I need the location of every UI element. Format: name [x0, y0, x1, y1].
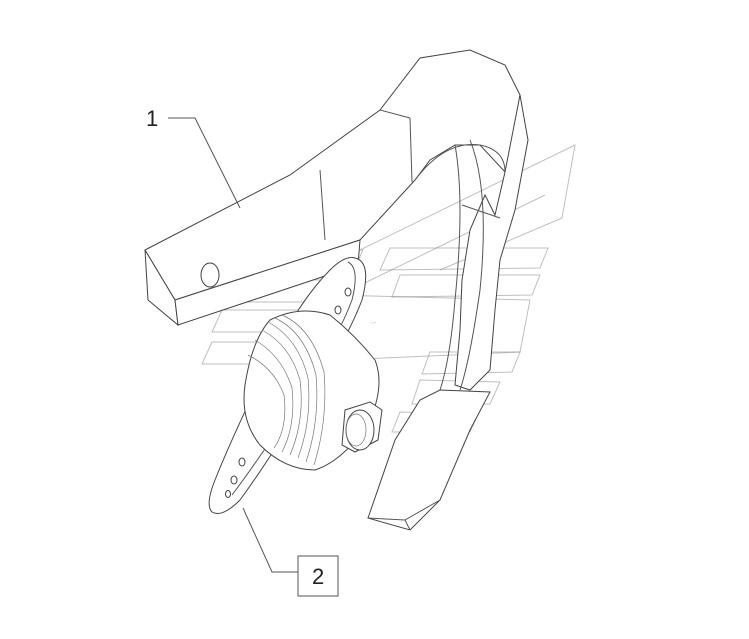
callout-label-1: 1: [146, 106, 158, 131]
part-1-hook-bar: [144, 49, 529, 531]
callout-box-2: [297, 555, 339, 597]
small-mark: ·.··: [370, 320, 377, 326]
callout-label-2: 2: [312, 564, 324, 589]
callout-part-2: 2: [242, 507, 339, 597]
callout-part-1: 1: [146, 106, 241, 209]
part-2-flange-assembly: ·.··: [208, 257, 383, 514]
